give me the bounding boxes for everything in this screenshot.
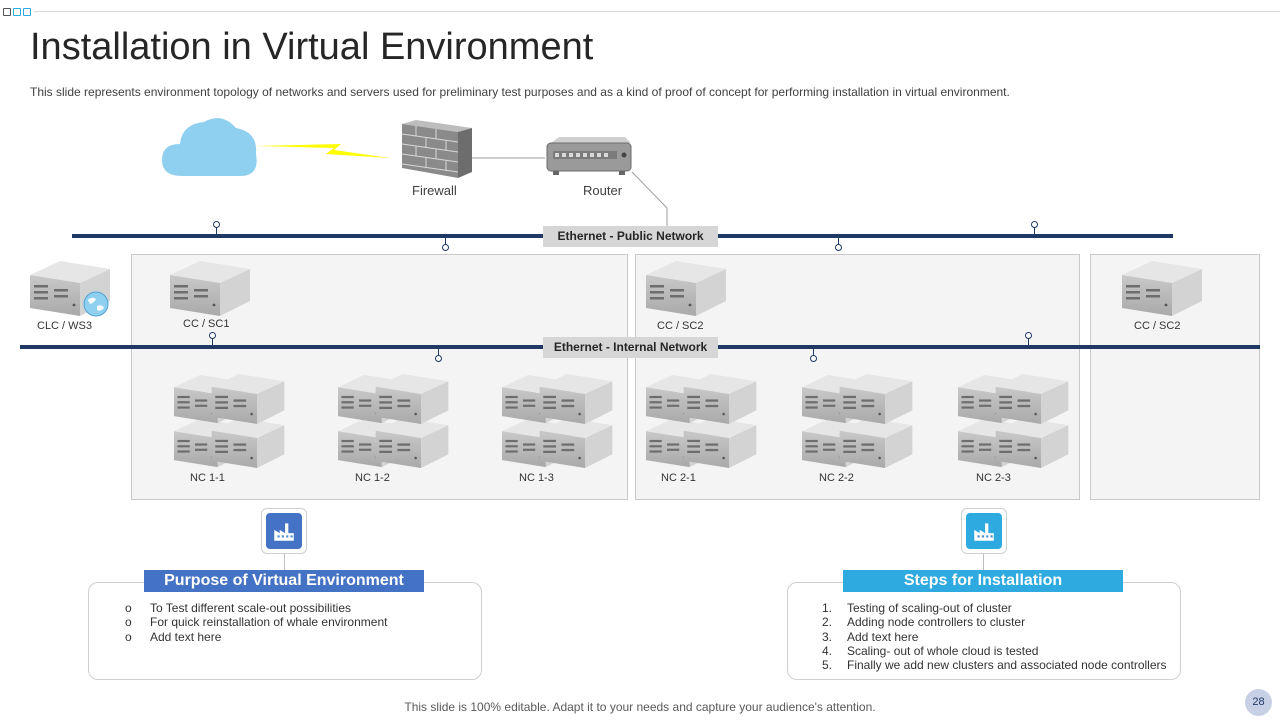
cc-sc1-label: CC / SC1 (183, 318, 230, 330)
cloud-icon (162, 118, 257, 176)
connector (284, 554, 285, 570)
page-title: Installation in Virtual Environment (30, 26, 594, 68)
network-tap (442, 244, 449, 251)
nc-label: NC 2-2 (819, 472, 854, 484)
internal-network-label: Ethernet - Internal Network (543, 337, 718, 358)
page-subtitle: This slide represents environment topolo… (30, 85, 1010, 99)
purpose-icon-box (261, 508, 307, 554)
nc-2-3-server-stack-icon (958, 374, 1069, 468)
cc-sc1-server-icon (170, 261, 250, 316)
list-item: 4.Scaling- out of whole cloud is tested (822, 643, 1039, 658)
list-item: 2.Adding node controllers to cluster (822, 615, 1026, 630)
cc-sc3-label: CC / SC2 (1134, 320, 1181, 332)
steps-icon-box (961, 508, 1007, 554)
network-tap (445, 238, 446, 244)
nc-1-2-server-stack-icon (338, 374, 449, 468)
nav-square-icon (13, 8, 21, 16)
nc-1-1-server-stack-icon (174, 374, 285, 468)
list-item: 1.Testing of scaling-out of cluster (822, 601, 1012, 615)
network-tap (835, 244, 842, 251)
steps-list: 1.Testing of scaling-out of cluster 2.Ad… (822, 601, 1167, 672)
connector (983, 554, 984, 570)
nc-label: NC 1-1 (190, 472, 225, 484)
public-network-label: Ethernet - Public Network (543, 226, 718, 247)
nav-square-icon (3, 8, 11, 16)
nc-2-2-server-stack-icon (802, 374, 913, 468)
network-tap (212, 338, 213, 346)
firewall-icon (402, 120, 472, 178)
network-tap (813, 349, 814, 355)
list-item: 3.Add text here (822, 629, 919, 644)
network-tap (1031, 221, 1038, 228)
firewall-label: Firewall (412, 183, 457, 198)
steps-panel (787, 582, 1181, 680)
factory-icon (966, 513, 1002, 549)
globe-icon (83, 291, 109, 317)
nc-label: NC 2-3 (976, 472, 1011, 484)
network-tap (1034, 227, 1035, 235)
network-tap (1028, 338, 1029, 346)
steps-panel-title: Steps for Installation (843, 570, 1123, 592)
network-tap (435, 355, 442, 362)
page-number: 28 (1245, 689, 1272, 716)
network-tap (209, 332, 216, 339)
nc-1-3-server-stack-icon (502, 374, 613, 468)
clc-server-label: CLC / WS3 (37, 320, 93, 332)
network-tap (213, 221, 220, 228)
nc-label: NC 2-1 (661, 472, 696, 484)
nc-label: NC 1-2 (355, 472, 390, 484)
router-label: Router (583, 183, 623, 198)
footer-text: This slide is 100% editable. Adapt it to… (404, 700, 876, 714)
purpose-panel-title: Purpose of Virtual Environment (144, 570, 424, 592)
network-tap (838, 238, 839, 244)
nc-2-1-server-stack-icon (646, 374, 757, 468)
cc-sc3-server-icon (1122, 261, 1202, 316)
network-tap (810, 355, 817, 362)
top-divider (34, 11, 1280, 12)
purpose-panel (88, 582, 482, 680)
lightning-icon (256, 144, 390, 158)
nav-square-icon (23, 8, 31, 16)
cc-sc2-server-icon (646, 261, 726, 316)
device-connectors (472, 157, 668, 226)
list-item: 5.Finally we add new clusters and associ… (822, 658, 1167, 673)
network-tap (438, 349, 439, 355)
cc-sc2-label: CC / SC2 (657, 320, 704, 332)
nc-label: NC 1-3 (519, 472, 554, 484)
factory-icon (266, 513, 302, 549)
network-tap (1025, 332, 1032, 339)
router-icon (546, 137, 632, 175)
network-tap (216, 227, 217, 235)
